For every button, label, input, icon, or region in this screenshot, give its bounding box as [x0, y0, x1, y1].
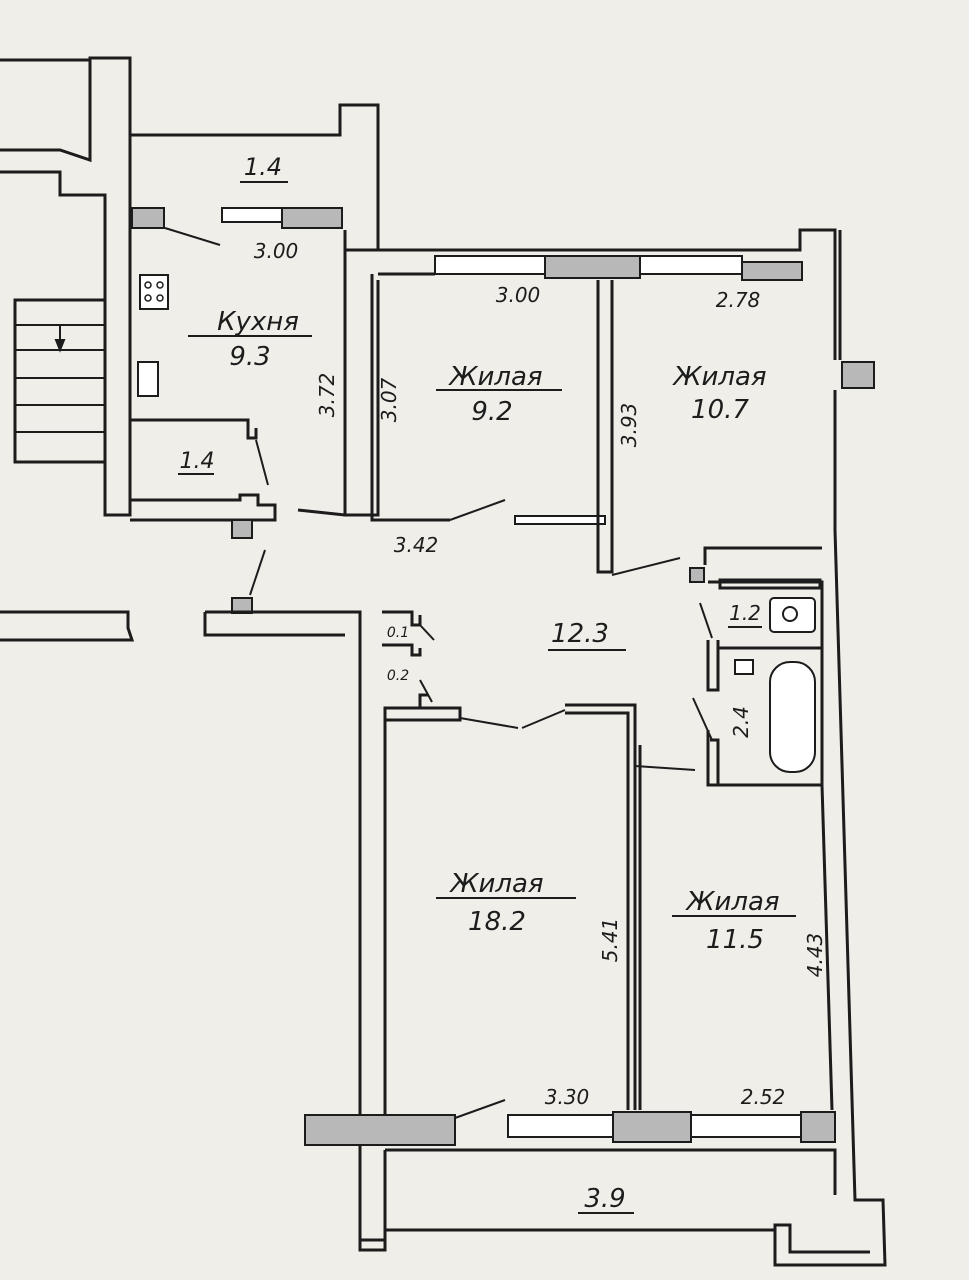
living-1-name: Жилая	[447, 362, 542, 392]
living-2-area: 10.7	[691, 395, 749, 425]
living-2-width-dim: 2.78	[716, 288, 761, 312]
living-3-area: 18.2	[468, 907, 526, 937]
living-4-name: Жилая	[684, 887, 779, 917]
dimension-labels: 3.00 3.72 3.00 3.07 3.42 2.78 3.93 5.41 …	[254, 239, 827, 1109]
living-4-area: 11.5	[706, 925, 764, 955]
kitchen-name: Кухня	[217, 307, 299, 337]
living-1-depth-dim: 3.07	[377, 377, 401, 422]
walls	[0, 56, 887, 1267]
kitchen-appliances	[137, 274, 169, 397]
wc-area: 1.2	[729, 601, 761, 625]
living-4-width-dim: 2.52	[741, 1085, 786, 1109]
kitchen-depth-dim: 3.72	[315, 373, 339, 418]
living-1-bottom-dim: 3.42	[394, 533, 439, 557]
bathtub	[769, 661, 816, 773]
stove-icon	[139, 274, 169, 310]
kitchen-area: 9.3	[229, 342, 270, 372]
staircase	[13, 298, 107, 464]
living-1-area: 9.2	[471, 397, 512, 427]
kitchen-width-dim: 3.00	[254, 239, 299, 263]
living-3-name: Жилая	[448, 869, 543, 899]
hall-area: 12.3	[551, 619, 609, 649]
sink-icon	[137, 361, 159, 397]
living-2-depth-dim: 3.93	[617, 403, 641, 448]
bath-area: 2.4	[729, 706, 753, 738]
room-labels: 1.4 Кухня 9.3 1.4 Жилая 9.2 Жилая 10.7 1…	[178, 153, 796, 1214]
closet-1-area: 0.1	[387, 625, 409, 641]
closet-2-area: 0.2	[387, 668, 409, 684]
living-2-name: Жилая	[671, 362, 766, 392]
wc-fixture	[769, 597, 816, 633]
living-3-width-dim: 3.30	[545, 1085, 590, 1109]
balcony-bottom-area: 3.9	[584, 1184, 625, 1214]
storage-area: 1.4	[180, 449, 215, 474]
living-1-width-dim: 3.00	[496, 283, 541, 307]
living-3-depth-dim: 5.41	[598, 918, 622, 963]
balcony-top-area: 1.4	[244, 153, 282, 181]
wc-vent	[734, 659, 754, 675]
living-4-depth-dim: 4.43	[803, 933, 827, 978]
